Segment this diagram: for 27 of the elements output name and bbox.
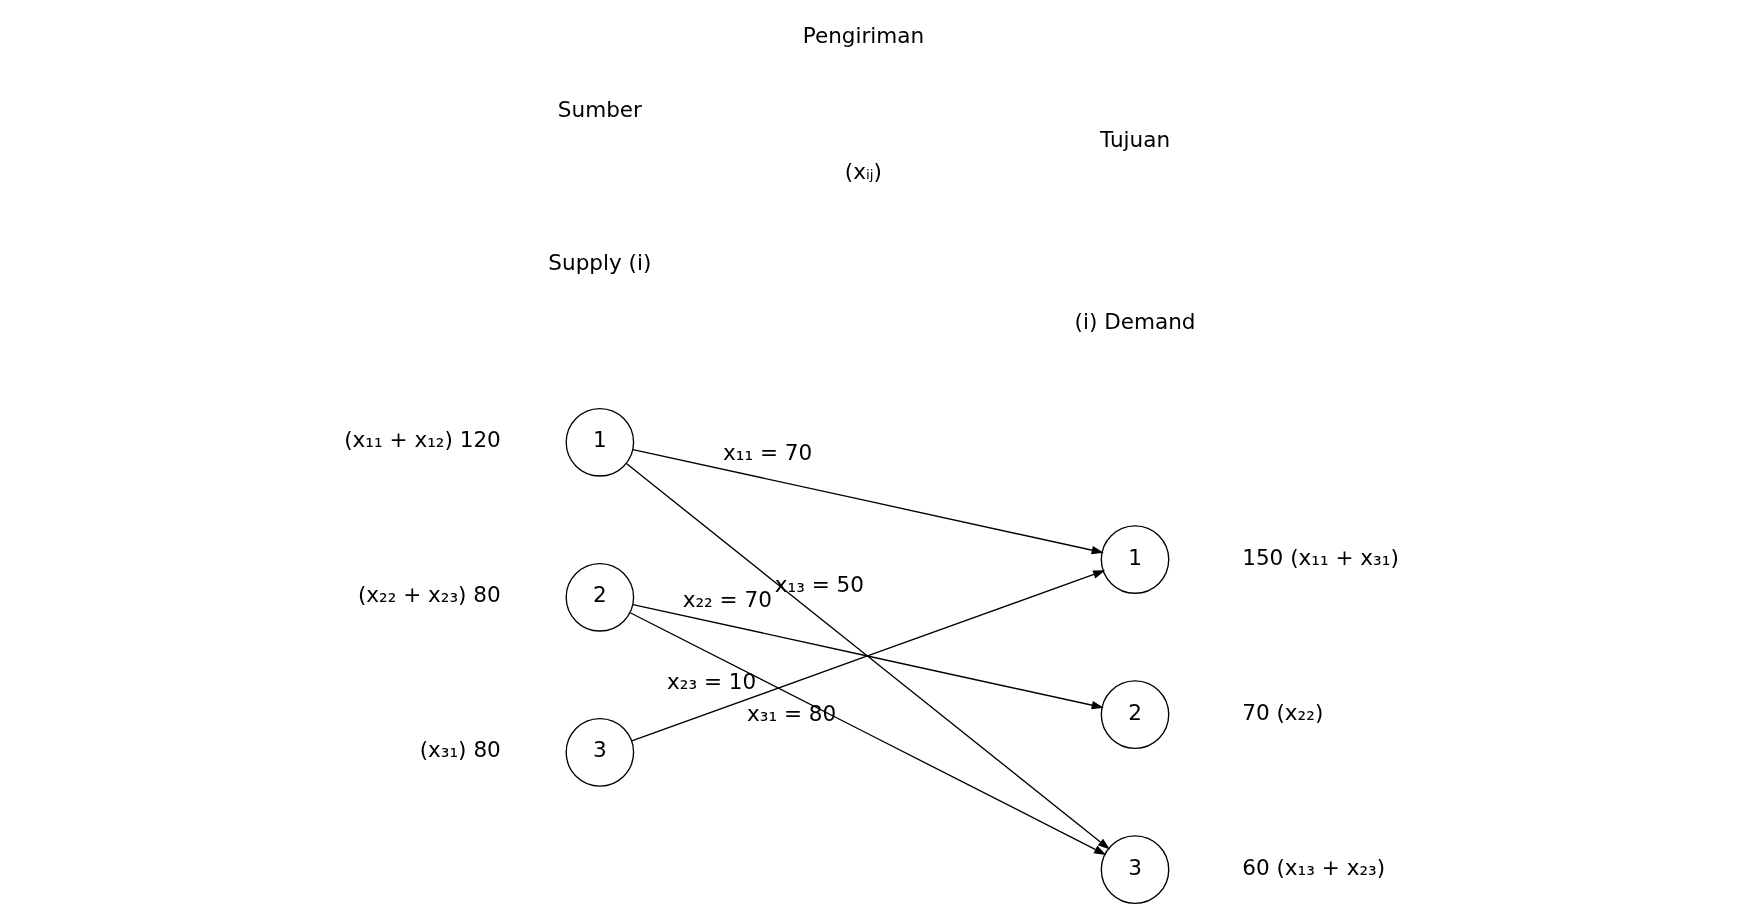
- label: (xᵢⱼ): [844, 159, 883, 185]
- node-label: 60 (x₁₃ + x₂₃): [1242, 854, 1386, 880]
- node-circle: 3: [565, 718, 635, 787]
- arrow: [632, 448, 1104, 555]
- arrow: [625, 462, 1110, 850]
- label: Pengiriman: [802, 23, 925, 49]
- arrow: [632, 603, 1104, 710]
- node-label: 150 (x₁₁ + x₃₁): [1242, 544, 1399, 570]
- edge-label: x₂₂ = 70: [682, 587, 772, 613]
- label: Supply (i): [548, 249, 652, 275]
- label: Sumber: [557, 97, 642, 123]
- label: Tujuan: [1100, 126, 1171, 152]
- node-circle: 3: [1100, 835, 1170, 904]
- arrow: [631, 570, 1106, 742]
- node-label: (x₂₂ + x₂₃) 80: [357, 582, 501, 608]
- label: (i) Demand: [1074, 308, 1196, 334]
- arrow: [629, 612, 1107, 855]
- node-circle: 2: [565, 562, 635, 632]
- node-circle: 1: [1100, 525, 1170, 594]
- node-circle: 2: [1100, 680, 1170, 749]
- edge-label: x₁₃ = 50: [774, 572, 865, 598]
- node-label: (x₃₁) 80: [419, 737, 501, 763]
- node-label: 70 (x₂₂): [1242, 699, 1324, 725]
- node-label: (x₁₁ + x₁₂) 120: [344, 427, 501, 453]
- edge-label: x₁₁ = 70: [723, 440, 813, 466]
- node-circle: 1: [565, 407, 635, 477]
- edge-label: x₂₃ = 10: [667, 668, 757, 694]
